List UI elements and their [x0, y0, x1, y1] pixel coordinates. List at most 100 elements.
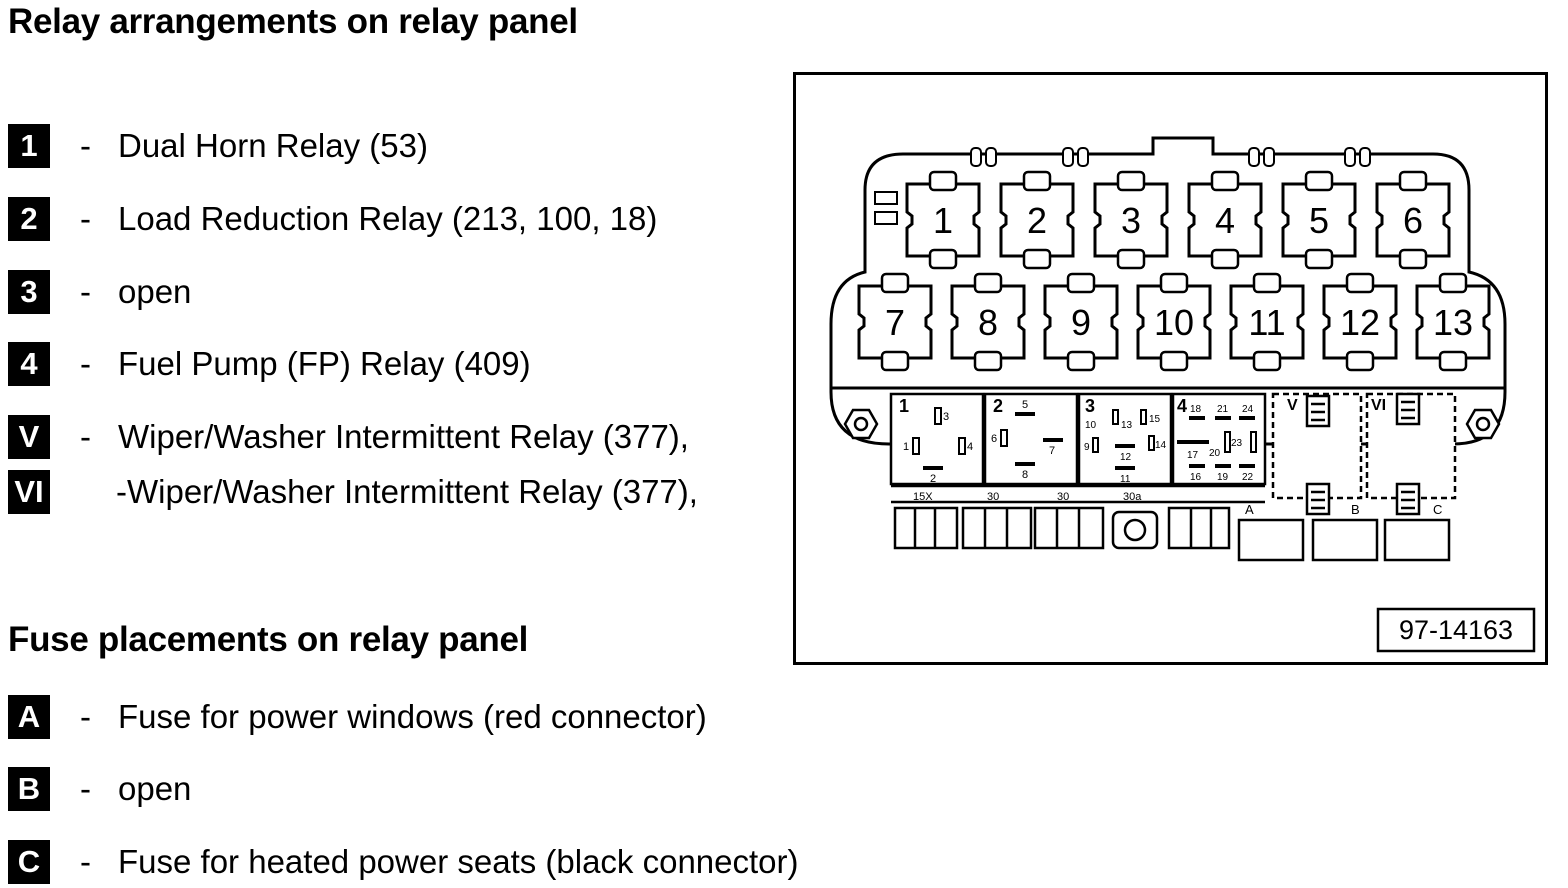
relay-slot: 8 [950, 272, 1026, 372]
separator-dash: - [80, 843, 91, 880]
fuse-badge: C [8, 840, 50, 884]
relay-description: Dual Horn Relay (53) [118, 127, 428, 164]
terminal-label: 24 [1242, 404, 1254, 415]
fuse-connector-label: B [1351, 502, 1360, 517]
relay-slot-number: 5 [1309, 200, 1329, 241]
socket-row-middle: 7 8 9 10 11 12 13 [857, 272, 1491, 372]
relay-slot-number: 11 [1248, 302, 1285, 343]
terminal-label: 14 [1155, 440, 1167, 451]
fuse-connectors [1237, 518, 1451, 562]
separator-dash: - [80, 273, 91, 310]
relay-badge: 4 [8, 342, 50, 386]
side-tabs [874, 191, 898, 225]
relay-description: -Wiper/Washer Intermittent Relay (377), [116, 473, 698, 510]
relay-slot: 5 [1281, 170, 1357, 270]
relay-module-label: 1 [899, 396, 909, 416]
relay-badge: 1 [8, 124, 50, 168]
relay-description: open [118, 273, 192, 310]
relay-description: Wiper/Washer Intermittent Relay (377), [118, 418, 689, 455]
separator-dash: - [80, 698, 91, 735]
separator-dash: - [80, 127, 91, 164]
relay-slot: 11 [1229, 272, 1305, 372]
terminal-label: 6 [991, 433, 997, 445]
fuse-badge: A [8, 695, 50, 739]
terminal-label: 5 [1022, 399, 1028, 411]
relay-description: Load Reduction Relay (213, 100, 18) [118, 200, 658, 237]
fuse-description: Fuse for power windows (red connector) [118, 698, 707, 735]
connector-label: 30a [1123, 491, 1142, 503]
relay-module-4 [1171, 392, 1267, 486]
relay-slot: 12 [1322, 272, 1398, 372]
relay-slot: 9 [1043, 272, 1119, 372]
relay-slot-number: 13 [1433, 302, 1473, 343]
separator-dash: - [80, 418, 91, 455]
connector-strip [891, 484, 1265, 550]
relay-slot: 2 [999, 170, 1075, 270]
fuse-description: open [118, 770, 192, 807]
relay-slot: 13 [1415, 272, 1491, 372]
terminal-label: 23 [1231, 438, 1243, 449]
terminal-label: 10 [1085, 420, 1097, 431]
latch-bumps [970, 147, 1371, 167]
relay-slot: 4 [1187, 170, 1263, 270]
connector-label: 15X [913, 491, 933, 503]
terminal-label: 2 [930, 473, 936, 485]
relay-slot: 1 [905, 170, 981, 270]
relay-badge: VI [8, 470, 50, 514]
relay-module-label: 2 [993, 396, 1003, 416]
hex-nut-right [1465, 408, 1501, 440]
relay-description: Fuel Pump (FP) Relay (409) [118, 345, 531, 382]
terminal-label: 21 [1217, 404, 1229, 415]
separator-dash: - [80, 345, 91, 382]
relay-slot-number: 10 [1154, 302, 1194, 343]
terminal-label: 1 [903, 441, 909, 453]
terminal-label: 4 [967, 441, 973, 453]
relay-badge: 2 [8, 197, 50, 241]
fuse-connector-label: A [1245, 502, 1254, 517]
separator-dash: - [80, 200, 91, 237]
relay-module-vi [1365, 392, 1457, 516]
terminal-label: 22 [1242, 472, 1254, 483]
relay-slot-number: 3 [1121, 200, 1141, 241]
terminal-label: 15 [1149, 414, 1161, 425]
relay-module-2 [983, 392, 1079, 486]
relay-slot: 6 [1375, 170, 1451, 270]
relay-section-heading: Relay arrangements on relay panel [8, 2, 578, 41]
separator-dash: - [80, 770, 91, 807]
terminal-label: 13 [1121, 420, 1133, 431]
hex-nut-left [843, 408, 879, 440]
relay-slot: 10 [1136, 272, 1212, 372]
relay-module-label: 4 [1177, 396, 1187, 416]
relay-slot: 7 [857, 272, 933, 372]
relay-module-3 [1077, 392, 1173, 486]
terminal-label: 7 [1049, 445, 1055, 457]
terminal-label: 16 [1190, 472, 1202, 483]
relay-module-label: V [1287, 397, 1298, 414]
figure-id: 97-14163 [1399, 615, 1513, 645]
terminal-label: 17 [1187, 450, 1199, 461]
relay-slot-number: 7 [885, 302, 905, 343]
fuse-section-heading: Fuse placements on relay panel [8, 620, 529, 659]
relay-slot-number: 9 [1071, 302, 1091, 343]
terminal-label: 18 [1190, 404, 1202, 415]
relay-slot-number: 6 [1403, 200, 1423, 241]
terminal-label: 12 [1120, 452, 1132, 463]
relay-badge: 3 [8, 270, 50, 314]
relay-slot-number: 8 [978, 302, 998, 343]
terminal-label: 11 [1120, 474, 1131, 485]
terminal-label: 3 [943, 411, 949, 423]
relay-module-label: VI [1371, 397, 1386, 414]
relay-slot-number: 12 [1340, 302, 1380, 343]
relay-module-v [1271, 392, 1363, 516]
figure-id-box [1376, 607, 1536, 653]
fuse-badge: B [8, 767, 50, 811]
relay-slot-number: 4 [1215, 200, 1235, 241]
fuse-description: Fuse for heated power seats (black conne… [118, 843, 799, 880]
terminal-label: 19 [1217, 472, 1229, 483]
terminal-label: 20 [1209, 448, 1221, 459]
relay-badge: V [8, 415, 50, 459]
terminal-label: 9 [1084, 442, 1090, 453]
relay-module-1 [889, 392, 985, 486]
relay-slot-number: 2 [1027, 200, 1047, 241]
